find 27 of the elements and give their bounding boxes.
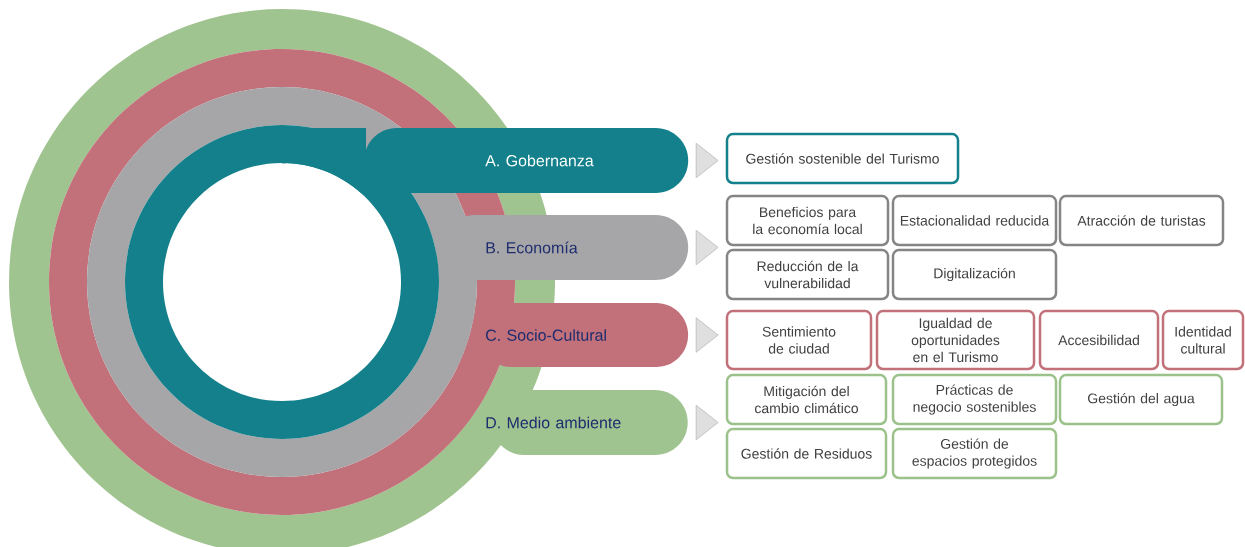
arrow [695, 142, 719, 179]
band: C. Socio-Cultural [479, 303, 689, 367]
item-box: Estacionalidad reducida [891, 194, 1058, 247]
arrow [695, 404, 719, 441]
item-box: Accesibilidad [1038, 309, 1160, 371]
node-label: B. Economía [486, 241, 578, 254]
item-box: Digitalización [891, 248, 1058, 301]
item-box: Gestión sostenible del Turismo [725, 132, 960, 185]
arrow [695, 317, 719, 353]
item-box: Gestión del agua [1058, 373, 1224, 426]
item-box: Mitigación del cambio climático [725, 373, 888, 426]
item-box: Igualdad de oportunidades en el Turismo [875, 309, 1036, 371]
item-box: Beneficios para la economía local [725, 194, 890, 247]
node-label: A. Gobernanza [485, 154, 594, 167]
item-box: Prácticas de negocio sostenibles [891, 373, 1058, 426]
arrow [695, 229, 719, 266]
node-label: D. Medio ambiente [486, 416, 621, 429]
item-box: Gestión de espacios protegidos [891, 427, 1058, 480]
item-box: Atracción de turistas [1058, 194, 1225, 247]
band: D. Medio ambiente [486, 390, 688, 455]
item-box: Identidad cultural [1161, 309, 1245, 371]
item-box: Sentimiento de ciudad [725, 309, 873, 371]
band: B. Economía [442, 215, 689, 280]
item-box: Reducción de la vulnerabilidad [725, 248, 890, 301]
item-box: Gestión de Residuos [725, 427, 888, 480]
band: A. Gobernanza [364, 128, 689, 193]
node-label: C. Socio-Cultural [486, 329, 606, 341]
